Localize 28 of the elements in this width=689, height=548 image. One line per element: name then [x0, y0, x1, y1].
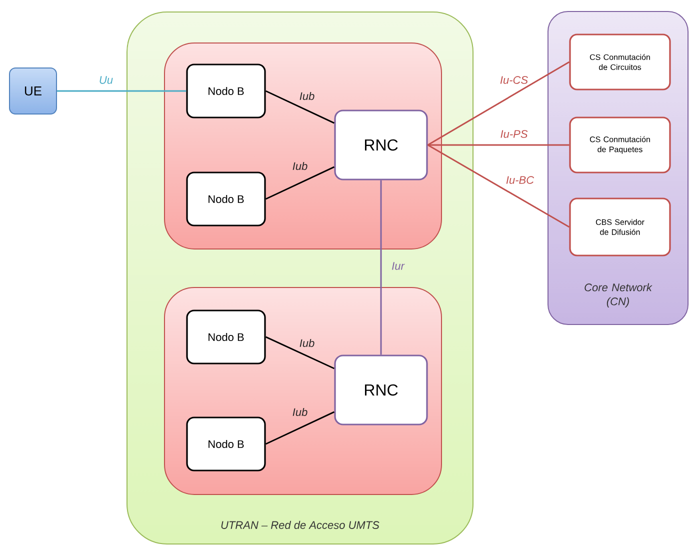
edge-label: Iu-CS — [500, 76, 528, 84]
base-station-box: Nodo B — [186, 64, 266, 118]
edge-label: Iub — [292, 162, 308, 170]
base-station-box: Nodo B — [186, 416, 266, 472]
connector-line — [265, 166, 335, 200]
edge-label: Uu — [100, 76, 113, 84]
base-station-box: Nodo B — [186, 172, 266, 226]
edge-label: Iu-BC — [506, 176, 534, 184]
connector-line — [265, 411, 335, 445]
connector-line — [265, 336, 335, 370]
edge-label: Iur — [392, 262, 405, 270]
core-node-box: CS Conmutación de Circuitos — [569, 34, 671, 90]
base-station-box: Nodo B — [186, 310, 266, 364]
controller-box: RNC — [334, 354, 428, 426]
connector-line — [427, 144, 570, 228]
connector-line — [380, 180, 382, 355]
controller-box: RNC — [334, 110, 428, 180]
edge-label: Iub — [300, 92, 314, 100]
device-box: UE — [9, 68, 57, 114]
connector-line — [427, 61, 570, 146]
core-node-box: CBS Servidor de Difusión — [569, 198, 671, 256]
edge-label: Iub — [292, 408, 308, 416]
core-node-box: CS Conmutación de Paquetes — [569, 116, 671, 174]
connector-line — [428, 144, 570, 146]
connector-line — [57, 90, 186, 92]
edge-label: Iub — [300, 338, 314, 348]
edge-label: Iu-PS — [500, 130, 528, 138]
connector-line — [265, 90, 335, 124]
